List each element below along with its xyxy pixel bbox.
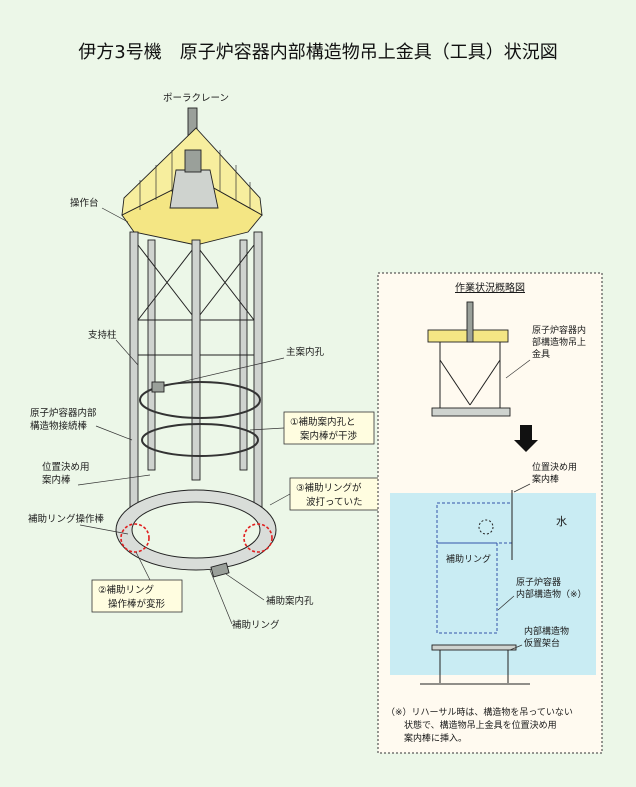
- svg-text:部構造物吊上: 部構造物吊上: [532, 336, 586, 348]
- inset-note-2: 状態で、構造物吊上金具を位置決め用: [404, 719, 557, 731]
- svg-text:仮置架台: 仮置架台: [524, 637, 560, 649]
- main-drawing: ポーラクレーン: [115, 93, 277, 578]
- svg-text:②補助リング: ②補助リング: [98, 584, 155, 596]
- svg-text:内部構造物: 内部構造物: [524, 625, 569, 637]
- page-title: 伊方3号機 原子炉容器内部構造物吊上金具（工具）状況図: [78, 42, 557, 63]
- label-support-column: 支持柱: [88, 329, 117, 341]
- label-polar-crane: ポーラクレーン: [163, 93, 229, 104]
- label-internals-rod-1: 原子炉容器内部: [30, 407, 97, 419]
- central-shaft: [191, 239, 201, 481]
- svg-text:原子炉容器: 原子炉容器: [516, 576, 561, 588]
- deformation-highlight-right: [243, 523, 273, 553]
- callout-3: ③補助リングが 波打っていた: [269, 477, 381, 511]
- label-aux-guide-hole: 補助案内孔: [266, 595, 314, 607]
- label-positioning-rod-2: 案内棒: [42, 474, 71, 486]
- main-labels: 操作台 支持柱 主案内孔 原子炉容器内部 構造物接続棒 位置決め用 案内棒 補助…: [28, 197, 325, 631]
- svg-text:内部構造物（※）: 内部構造物（※）: [516, 588, 587, 600]
- label-internals-rod-2: 構造物接続棒: [30, 420, 88, 432]
- aux-guide-hole-tab: [210, 562, 230, 578]
- label-operation-platform: 操作台: [70, 197, 99, 209]
- svg-text:操作棒が変形: 操作棒が変形: [108, 598, 166, 610]
- label-main-guide-hole: 主案内孔: [286, 346, 325, 358]
- hook-head: [184, 149, 202, 173]
- hook-block: [169, 169, 219, 209]
- svg-text:位置決め用: 位置決め用: [532, 461, 577, 473]
- svg-text:金具: 金具: [532, 348, 550, 360]
- callout-1: ①補助案内孔と 案内棒が干渉: [249, 411, 375, 445]
- label-positioning-rod-1: 位置決め用: [42, 461, 90, 473]
- svg-text:③補助リングが: ③補助リングが: [296, 482, 362, 494]
- rail-posts: [139, 150, 251, 210]
- svg-text:原子炉容器内: 原子炉容器内: [532, 324, 586, 336]
- svg-text:水: 水: [556, 515, 567, 528]
- main-guide-hole-block: [151, 381, 165, 393]
- inset-note-1: （※）リハーサル時は、構造物を吊っていない: [386, 706, 573, 718]
- svg-text:①補助案内孔と: ①補助案内孔と: [290, 416, 356, 428]
- label-aux-ring-operating-rod: 補助リング操作棒: [28, 513, 105, 525]
- svg-text:案内棒: 案内棒: [532, 473, 559, 485]
- inset-panel: 作業状況概略図 原子炉容器内 部構造物吊上 金具 位置決め用 案内棒 水: [377, 272, 603, 754]
- svg-text:波打っていた: 波打っていた: [306, 496, 363, 508]
- deformation-highlight-left: [120, 523, 150, 553]
- inset-title: 作業状況概略図: [455, 281, 525, 294]
- svg-text:補助リング: 補助リング: [446, 553, 491, 565]
- down-arrow: [514, 425, 538, 452]
- upper-ring: [139, 381, 261, 419]
- label-aux-ring: 補助リング: [232, 619, 280, 631]
- inset-note-3: 案内棒に挿入。: [404, 732, 467, 744]
- svg-text:案内棒が干渉: 案内棒が干渉: [300, 430, 358, 442]
- callout-2: ②補助リング 操作棒が変形: [91, 551, 183, 613]
